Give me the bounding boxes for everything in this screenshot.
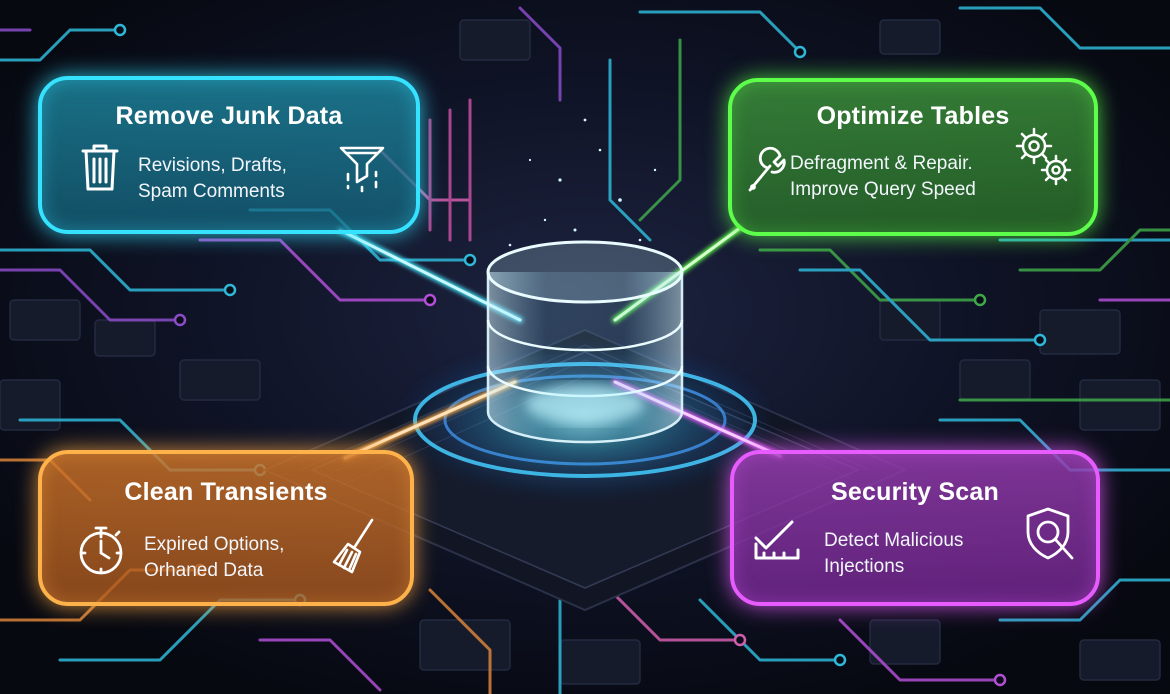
gears-icon [1014,126,1074,190]
remove-junk-data-description: Revisions, Drafts, Spam Comments [138,153,287,205]
clean-transients-description: Expired Options, Orhaned Data [144,532,284,584]
optimize-tables-card: Optimize Tables Defragment & Repair. Imp… [728,78,1098,236]
filter-icon [338,144,386,194]
optimize-tables-title: Optimize Tables [816,102,1010,130]
shield-search-icon [1024,506,1080,564]
stopwatch-icon [76,524,126,576]
security-scan-line-2: Injections [824,556,905,577]
security-scan-title: Security Scan [831,478,999,506]
clean-transients-title: Clean Transients [124,478,328,506]
optimize-tables-line-1: Defragment & Repair. [790,153,973,174]
wrench-icon [746,146,786,194]
clean-transients-card: Clean Transients Expired Options, Orhane… [38,450,414,606]
remove-junk-data-title: Remove Junk Data [115,102,343,130]
optimize-tables-line-2: Improve Query Speed [790,179,976,200]
clean-transients-line-2: Orhaned Data [144,560,264,581]
security-scan-card: Security Scan Detect Malicious Injection… [730,450,1100,606]
checklist-icon [752,518,802,564]
database-icon [486,240,684,444]
remove-junk-data-line-1: Revisions, Drafts, [138,155,287,176]
security-scan-description: Detect Malicious Injections [824,528,963,580]
broom-icon [330,518,376,576]
optimize-tables-description: Defragment & Repair. Improve Query Speed [790,151,976,203]
security-scan-line-1: Detect Malicious [824,530,964,551]
remove-junk-data-line-2: Spam Comments [138,181,285,202]
clean-transients-line-1: Expired Options, [144,534,285,555]
remove-junk-data-card: Remove Junk Data Revisions, Drafts, Spam… [38,76,420,234]
trash-icon [80,142,120,192]
